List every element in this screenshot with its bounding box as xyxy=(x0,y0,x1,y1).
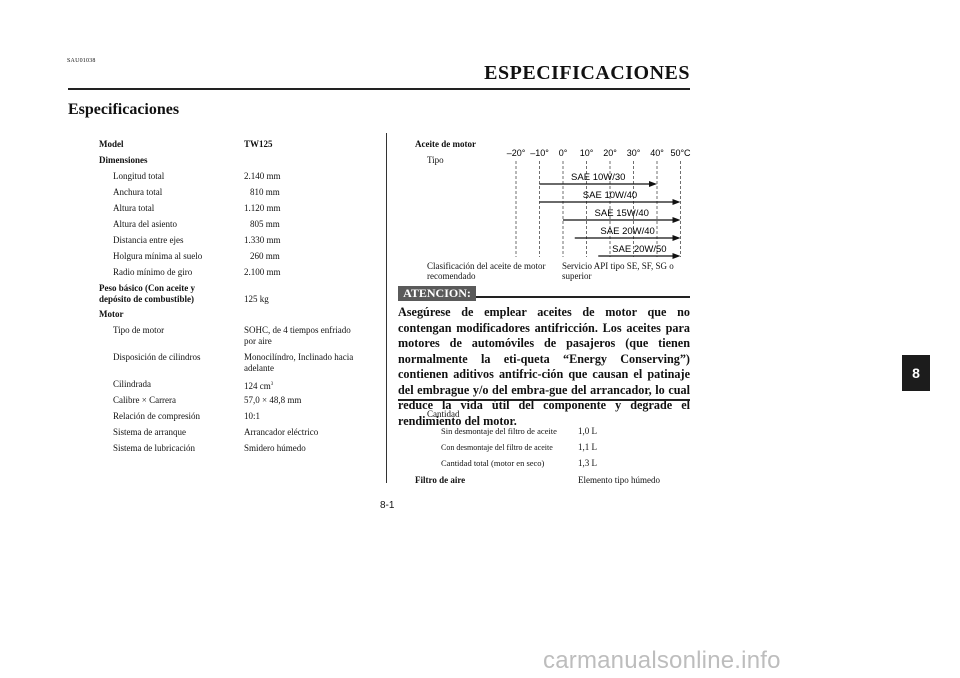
spec-label-lubricacion: Sistema de lubricación xyxy=(113,443,195,453)
spec-value-compresion: 10:1 xyxy=(244,411,261,421)
spec-value-disposicion: Monocilíndro, Inclinado hacia xyxy=(244,352,354,362)
watermark-text: carmanualsonline.info xyxy=(543,647,781,674)
spec-label-model: Model xyxy=(99,139,124,149)
spec-value-calibre: 57,0 × 48,8 mm xyxy=(244,395,302,405)
spec-label-longitud: Longitud total xyxy=(113,171,165,181)
quantity-label-con: Con desmontaje del filtro de aceite xyxy=(441,443,553,452)
spec-value-distancia-ejes: 1.330 mm xyxy=(244,235,281,245)
grade-label: SAE 15W/40 xyxy=(595,208,649,219)
temp-tick-label: 40° xyxy=(650,148,664,158)
section-title: Especificaciones xyxy=(68,101,180,118)
spec-value-altura-asiento: 805 mm xyxy=(250,219,280,229)
spec-value-peso: 125 kg xyxy=(244,294,269,304)
spec-label-disposicion: Disposición de cilindros xyxy=(113,352,201,362)
grade-range-arrow xyxy=(672,235,681,241)
spec-label-holgura: Holgura mínima al suelo xyxy=(113,251,203,261)
spec-value-cilindrada: 124 cm3 xyxy=(244,381,274,391)
quantity-label-total: Cantidad total (motor en seco) xyxy=(441,458,545,468)
spec-label-dimensiones: Dimensiones xyxy=(99,155,148,165)
quantity-heading: Cantidad xyxy=(427,409,460,419)
document-code: SAU01038 xyxy=(67,58,96,64)
grade-label: SAE 20W/50 xyxy=(612,244,666,255)
spec-label-altura-asiento: Altura del asiento xyxy=(113,219,177,229)
grade-label: SAE 10W/30 xyxy=(571,172,625,183)
spec-value-holgura: 260 mm xyxy=(250,251,280,261)
spec-label-altura: Altura total xyxy=(113,203,155,213)
spec-value-anchura: 810 mm xyxy=(250,187,280,197)
spec-label-tipo-motor: Tipo de motor xyxy=(113,325,165,335)
spec-value-lubricacion: Smidero húmedo xyxy=(244,443,306,453)
warning-top-rule xyxy=(476,296,690,298)
warning-bottom-rule xyxy=(398,399,690,401)
spec-label-radio-giro: Radio mínimo de giro xyxy=(113,267,193,277)
oil-heading: Aceite de motor xyxy=(415,139,476,149)
spec-value-disposicion-line2: adelante xyxy=(244,363,274,373)
oil-viscosity-chart: –20° –10° 0° 10° 20° 30° 40° 50°C SAE 10W/30SAE… xyxy=(507,148,691,259)
spec-label-peso-line2: depósito de combustible) xyxy=(99,294,195,304)
warning-text: Asegúrese de emplear aceites de motor qu… xyxy=(398,305,690,428)
oil-classification-value-line2: superior xyxy=(562,271,592,281)
column-divider xyxy=(386,133,387,483)
spec-label-arranque: Sistema de arranque xyxy=(113,427,186,437)
air-filter-value: Elemento tipo húmedo xyxy=(578,475,660,485)
spec-label-cilindrada: Cilindrada xyxy=(113,379,151,389)
quantity-value-total: 1,3 L xyxy=(578,458,597,468)
temp-tick-label: –20° xyxy=(507,148,526,158)
grade-range-arrow xyxy=(672,199,681,205)
spec-value-model: TW125 xyxy=(244,139,273,149)
spec-label-compresion: Relación de compresión xyxy=(113,411,200,421)
warning-heading: ATENCION: xyxy=(398,286,476,301)
temp-tick-label: 20° xyxy=(603,148,617,158)
grade-range-arrow xyxy=(649,181,657,187)
title-divider xyxy=(68,88,690,90)
oil-classification-label: Clasificación del aceite de motor xyxy=(427,261,546,271)
spec-label-calibre: Calibre × Carrera xyxy=(113,395,177,405)
quantity-label-sin: Sin desmontaje del filtro de aceite xyxy=(441,426,557,436)
spec-label-distancia-ejes: Distancia entre ejes xyxy=(113,235,184,245)
grade-range-arrow xyxy=(672,253,681,259)
spec-value-tipo-motor-line2: por aire xyxy=(244,336,272,346)
spec-value-longitud: 2.140 mm xyxy=(244,171,281,181)
spec-label-anchura: Anchura total xyxy=(113,187,163,197)
spec-label-peso: Peso básico (Con aceite y xyxy=(99,283,195,293)
spec-value-radio-giro: 2.100 mm xyxy=(244,267,281,277)
grade-range-arrow xyxy=(672,217,681,223)
spec-value-arranque: Arrancador eléctrico xyxy=(244,427,319,437)
quantity-value-sin: 1,0 L xyxy=(578,426,597,436)
oil-classification-label-line2: recomendado xyxy=(427,271,476,281)
temp-tick-label: 50°C xyxy=(670,148,691,158)
temp-tick-label: 0° xyxy=(559,148,568,158)
grade-label: SAE 10W/40 xyxy=(583,190,637,201)
grade-label: SAE 20W/40 xyxy=(600,226,654,237)
temp-tick-label: 10° xyxy=(580,148,594,158)
spec-value-altura: 1.120 mm xyxy=(244,203,281,213)
temp-tick-label: –10° xyxy=(530,148,549,158)
oil-classification-value: Servicio API tipo SE, SF, SG o xyxy=(562,261,674,271)
temp-tick-label: 30° xyxy=(627,148,641,158)
air-filter-label: Filtro de aire xyxy=(415,475,466,485)
page-title: ESPECIFICACIONES xyxy=(484,62,690,84)
quantity-value-con: 1,1 L xyxy=(578,442,597,452)
chapter-tab: 8 xyxy=(902,355,930,391)
page-number: 8-1 xyxy=(380,500,395,511)
spec-label-motor: Motor xyxy=(99,309,124,319)
oil-type-label: Tipo xyxy=(427,155,444,165)
spec-value-tipo-motor: SOHC, de 4 tiempos enfriado xyxy=(244,325,351,335)
